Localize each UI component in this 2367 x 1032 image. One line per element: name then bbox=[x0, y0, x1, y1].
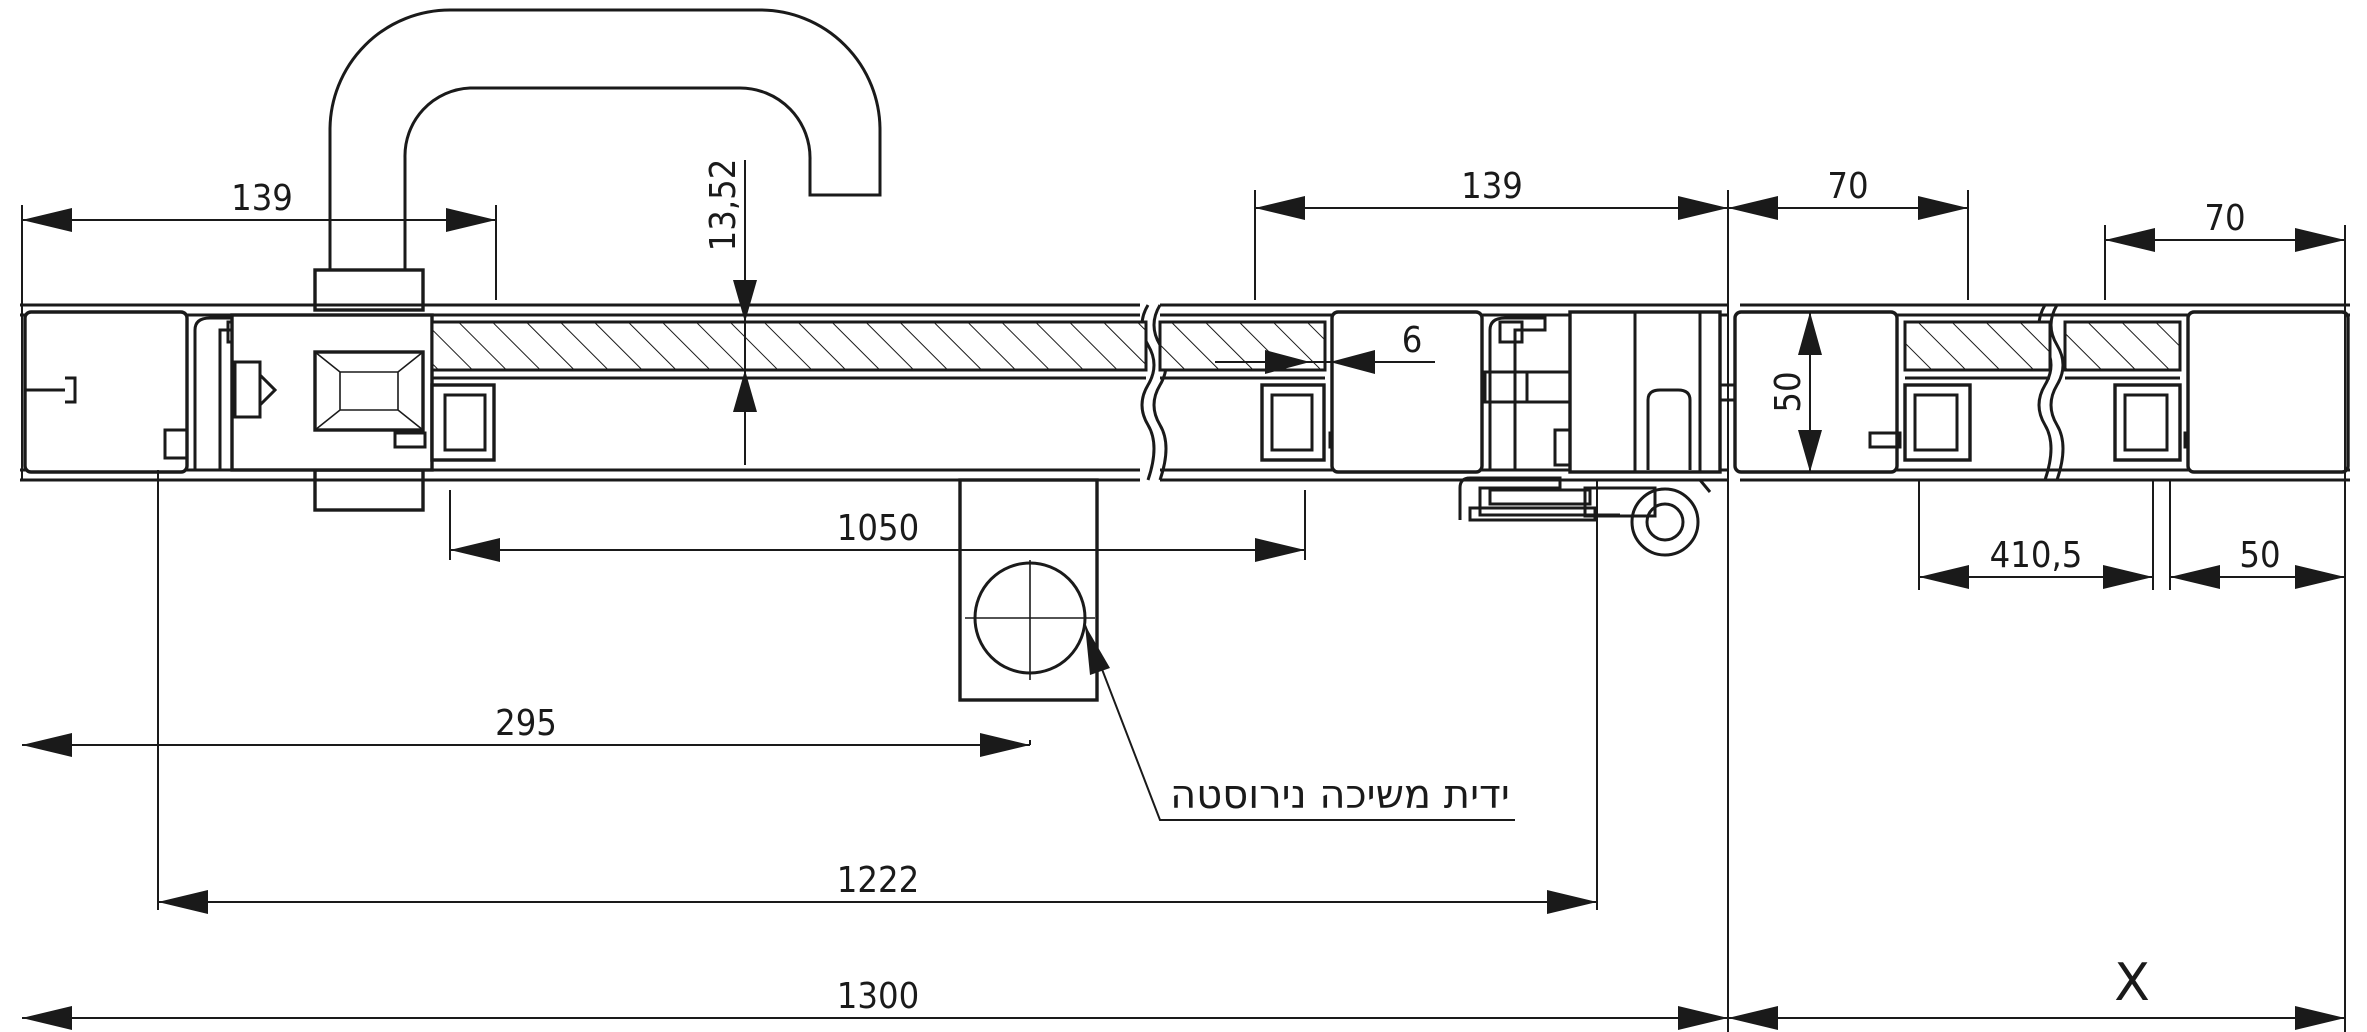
dim-13-52: 13,52 bbox=[703, 159, 744, 252]
dim-410-5: 410,5 bbox=[1990, 535, 2083, 576]
dim-1050: 1050 bbox=[837, 508, 919, 549]
dimensions-layer bbox=[21, 160, 2346, 1032]
dim-139-mid: 139 bbox=[1461, 166, 1523, 207]
u-pull-handle bbox=[313, 8, 882, 512]
dim-50-bottom: 50 bbox=[2239, 535, 2280, 576]
dim-6: 6 bbox=[1402, 320, 1423, 361]
fixed-frame-profile bbox=[1733, 310, 1899, 474]
handle-rose-top bbox=[313, 268, 425, 312]
glass-pane-hatch-right bbox=[2063, 320, 2182, 372]
dim-x: X bbox=[2114, 953, 2150, 1013]
dim-50-vertical: 50 bbox=[1768, 371, 1809, 412]
left-frame-profile bbox=[23, 310, 189, 474]
right-frame-profile bbox=[2186, 310, 2350, 474]
handle-rose-bottom bbox=[313, 468, 425, 512]
roller-pin bbox=[1483, 370, 1529, 404]
lock-cylinder bbox=[313, 350, 425, 432]
door-leaf-section bbox=[20, 303, 2350, 557]
break-line-2 bbox=[2049, 304, 2065, 481]
pull-handle-label: ידית משיכה נירוסטה bbox=[1170, 772, 1510, 818]
glass-pane-hatch-left bbox=[430, 320, 1148, 372]
dim-70-b: 70 bbox=[2204, 198, 2245, 239]
dim-295: 295 bbox=[495, 703, 557, 744]
dim-139-left: 139 bbox=[231, 178, 293, 219]
glass-pane-hatch-fixed bbox=[1903, 320, 2052, 372]
flush-pull-handle bbox=[958, 478, 1099, 702]
dimension-labels: 139 13,52 139 70 70 6 50 1050 410,5 50 2… bbox=[231, 159, 2281, 1017]
dim-70-a: 70 bbox=[1827, 166, 1868, 207]
dim-1300: 1300 bbox=[837, 976, 919, 1017]
break-line-1 bbox=[1152, 304, 1168, 481]
roller-wheel bbox=[1630, 487, 1700, 557]
carriage-box bbox=[1568, 310, 1722, 474]
dim-1222: 1222 bbox=[837, 860, 919, 901]
